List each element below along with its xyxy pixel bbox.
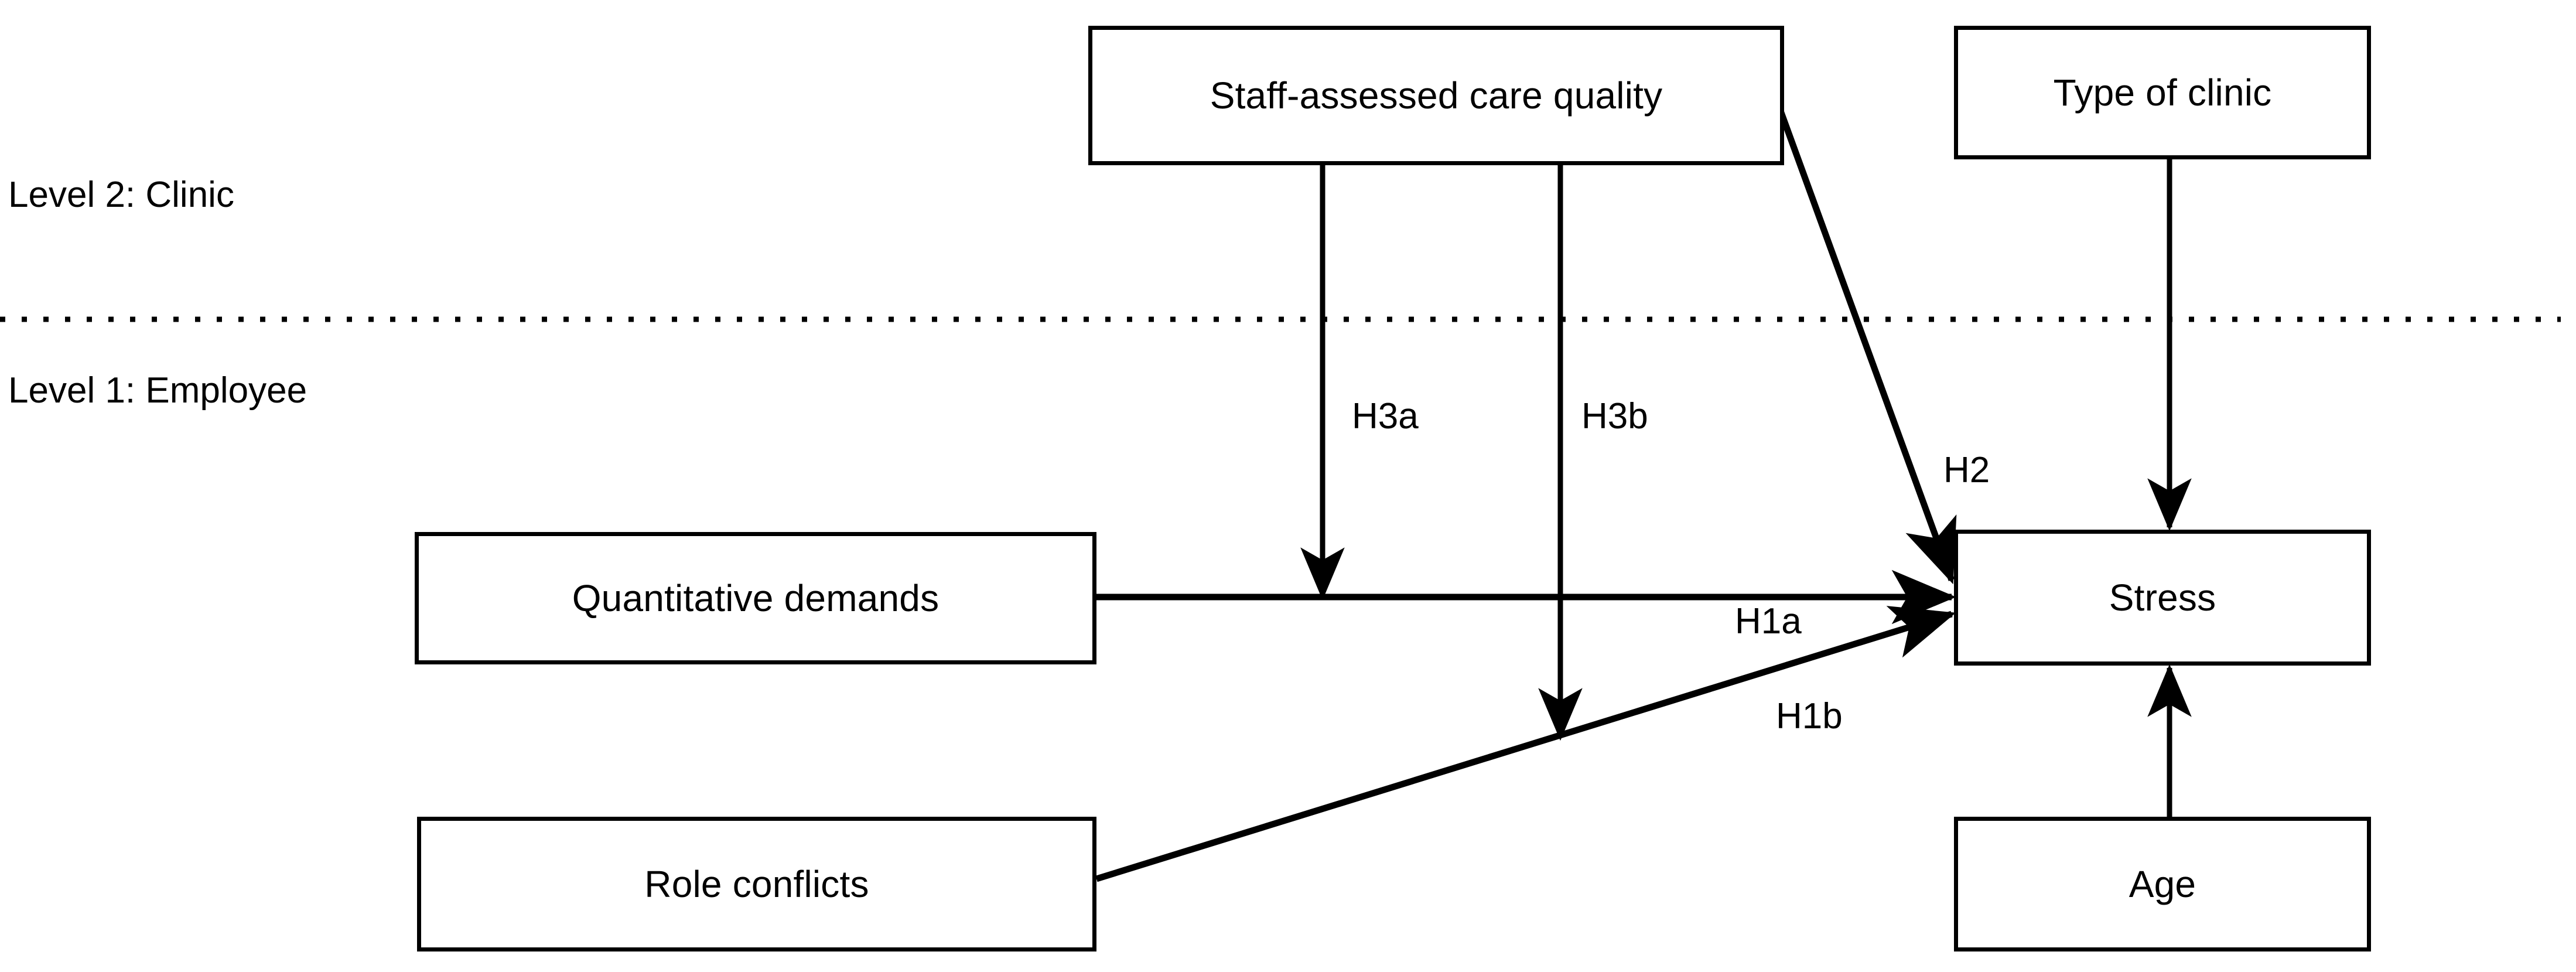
node-type-of-clinic[interactable]: Type of clinic <box>1954 26 2371 159</box>
edge-label-h3a: H3a <box>1352 396 1419 436</box>
edge-h1b-line <box>1095 606 1956 882</box>
edge-label-h1a: H1a <box>1735 601 1802 642</box>
level-2-label: Level 2: Clinic <box>8 175 234 215</box>
node-label: Stress <box>2109 577 2216 619</box>
level-1-label: Level 1: Employee <box>8 370 308 411</box>
node-label: Quantitative demands <box>572 577 939 619</box>
node-role-conflicts[interactable]: Role conflicts <box>417 817 1096 951</box>
edge-h2-line <box>1771 94 1957 585</box>
node-age[interactable]: Age <box>1954 817 2371 951</box>
node-label: Staff-assessed care quality <box>1210 74 1663 117</box>
node-label: Age <box>2129 863 2196 905</box>
node-stress[interactable]: Stress <box>1954 530 2371 666</box>
edge-label-h1b: H1b <box>1776 696 1843 736</box>
edge-label-h3b: H3b <box>1581 396 1648 436</box>
node-label: Role conflicts <box>644 863 869 905</box>
node-label: Type of clinic <box>2053 71 2272 114</box>
node-quantitative-demands[interactable]: Quantitative demands <box>415 532 1096 664</box>
node-staff-assessed-care-quality[interactable]: Staff-assessed care quality <box>1088 26 1784 165</box>
edge-label-h2: H2 <box>1943 450 1990 490</box>
